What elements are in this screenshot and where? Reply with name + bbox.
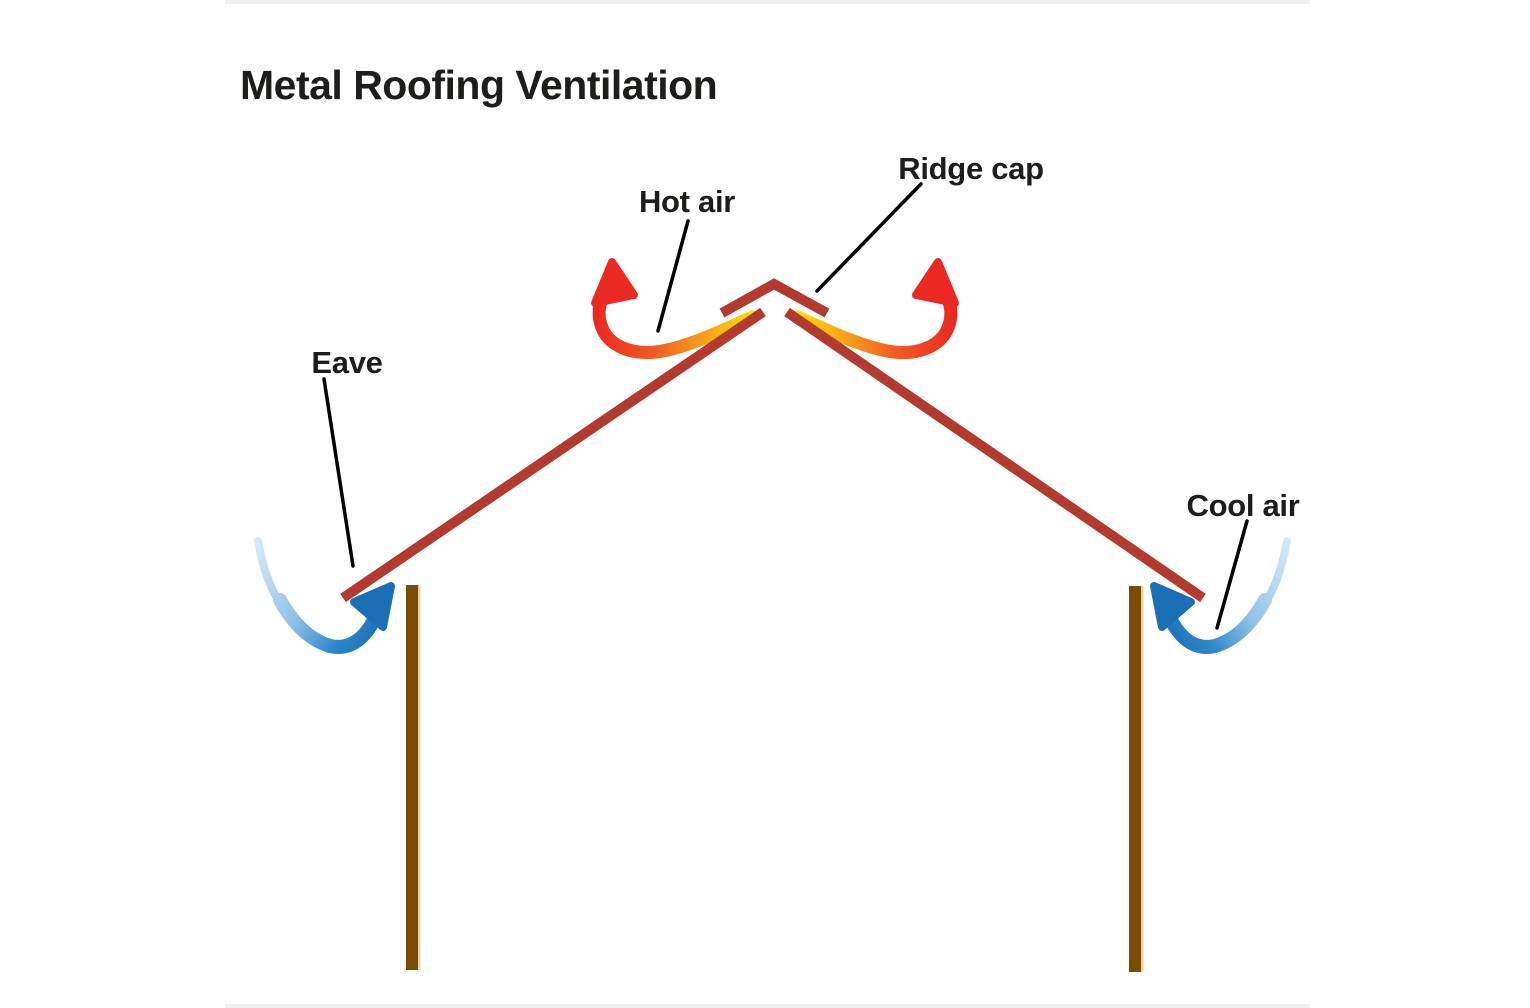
hot-air-arrow-left bbox=[591, 258, 759, 360]
cool-air-arrow-right bbox=[1150, 537, 1291, 654]
hot-air-arrow-left-head bbox=[591, 258, 638, 307]
cool-air-arrow-left bbox=[254, 537, 395, 654]
cool-air-arrow-left-head bbox=[350, 582, 395, 631]
ridge-cap-label: Ridge cap bbox=[898, 151, 1043, 186]
wall-left-stud bbox=[406, 585, 418, 970]
wall-left bbox=[406, 585, 421, 970]
cool-air-leader-line bbox=[1215, 519, 1249, 630]
eave-label: Eave bbox=[311, 345, 382, 380]
diagram-title: Metal Roofing Ventilation bbox=[240, 62, 717, 108]
wall-right bbox=[1129, 586, 1144, 972]
cool-air-arrow-right-head bbox=[1150, 582, 1195, 631]
hot-air-leader-line bbox=[656, 219, 690, 333]
eave-leader-line bbox=[322, 377, 355, 568]
hot-air-arrow-right-head bbox=[912, 258, 959, 307]
artboard-bottom-edge bbox=[225, 1004, 1310, 1008]
wall-right-highlight bbox=[1141, 586, 1144, 972]
wall-right-stud bbox=[1129, 586, 1141, 972]
hot-air-arrow-left-shaft bbox=[592, 284, 759, 360]
cool-air-label: Cool air bbox=[1186, 488, 1299, 523]
hot-air-label: Hot air bbox=[639, 184, 735, 219]
roof-panel-left bbox=[340, 307, 766, 603]
ridge-cap-leader-line bbox=[815, 182, 923, 293]
hot-air-arrow-right bbox=[791, 258, 959, 360]
wall-left-highlight bbox=[418, 585, 421, 970]
artboard-top-edge bbox=[225, 0, 1310, 4]
ridge-cap-line bbox=[719, 278, 830, 318]
cool-air-arrow-left-shaft bbox=[273, 593, 382, 654]
hot-air-arrow-right-shaft bbox=[791, 284, 958, 360]
cool-air-arrow-right-shaft bbox=[1163, 593, 1272, 654]
roof-panel-right bbox=[784, 307, 1206, 603]
